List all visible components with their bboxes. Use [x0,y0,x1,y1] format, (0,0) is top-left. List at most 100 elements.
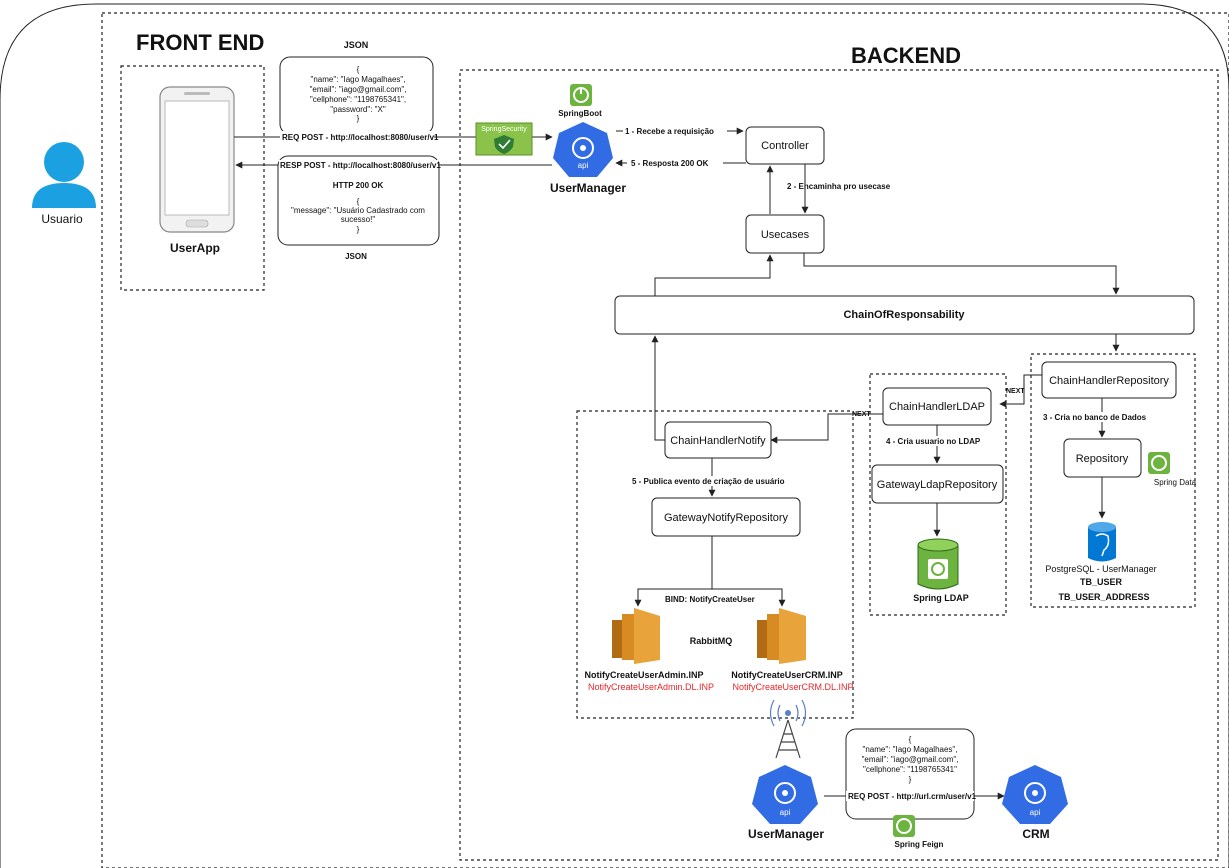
handler-ldap-label: ChainHandlerLDAP [889,401,985,413]
tb-user-label: TB_USER [1080,577,1123,587]
backend-boundary [459,69,1219,861]
bind-label: BIND: NotifyCreateUser [665,595,755,604]
user-app-label: UserApp [170,241,220,255]
gateway-ldap-label: GatewayLdapRepository [877,479,998,491]
frontend-boundary [120,65,265,291]
usecases-box [745,214,825,254]
api-icon: api [553,122,613,177]
postgres-label: PostgreSQL - UserManager [1045,564,1156,574]
svg-text:"cellphone": "1198765341": "cellphone": "1198765341" [863,765,957,774]
ldap-group [869,373,1007,616]
request-label: REQ POST - http://localhost:8080/user/v1 [282,133,439,142]
step3-label: 3 - Cria no banco de Dados [1043,413,1147,422]
svg-text:{: { [357,65,360,74]
svg-text:"name": "Iago Magalhaes",: "name": "Iago Magalhaes", [863,745,958,754]
svg-text:sucesso!": sucesso!" [341,215,376,224]
svg-text:"password": "X": "password": "X" [330,105,386,114]
handler-repository-label: ChainHandlerRepository [1049,375,1169,387]
step4-label: 4 - Cria usuario no LDAP [886,437,981,446]
spring-feign-label: Spring Feign [895,840,944,849]
response-status: HTTP 200 OK [333,181,384,190]
backend-title: BACKEND [851,43,961,68]
response-json-box [277,155,440,246]
chain-box [614,295,1195,335]
rabbitmq-label: RabbitMQ [690,636,733,646]
spring-boot-icon [570,84,592,106]
postgres-icon [1088,522,1116,562]
svg-text:"name": "Iago Magalhaes",: "name": "Iago Magalhaes", [311,75,406,84]
system-boundary [101,12,1229,868]
antenna-icon [769,699,807,759]
svg-text:api: api [1030,808,1041,817]
svg-text:SpringSecurity: SpringSecurity [481,126,527,133]
spring-ldap-label: Spring LDAP [913,593,969,603]
svg-text:api: api [578,161,589,170]
svg-text:{: { [357,197,360,206]
step2-label: 2 - Encaminha pro usecase [787,182,891,191]
queue-admin-label: NotifyCreateUserAdmin.INP [584,670,703,680]
svg-text:"email": "iago@gmail.com",: "email": "iago@gmail.com", [862,755,959,764]
step5-publish-label: 5 - Publica evento de criação de usuário [632,477,785,486]
svg-text:{: { [909,735,912,744]
user-actor: Usuario [32,142,96,226]
usecases-to-chain-arrow [803,253,1120,295]
svg-text:"email": "iago@gmail.com",: "email": "iago@gmail.com", [310,85,407,94]
svg-text:"cellphone": "1198765341",: "cellphone": "1198765341", [310,95,406,104]
spring-data-label: Spring Data [1154,478,1197,487]
spring-security-icon: SpringSecurity [475,122,533,156]
next-to-ldap-arrow [999,374,1042,408]
bind-to-crm-arrow [712,588,786,607]
tb-user-address-label: TB_USER_ADDRESS [1058,592,1149,602]
user-icon-body [32,183,96,208]
request-json-label: JSON [344,40,369,50]
actor-label: Usuario [41,212,83,226]
svg-text:}: } [357,225,360,234]
consumer-user-manager-label: UserManager [748,827,824,841]
queue-crm-label: NotifyCreateUserCRM.INP [731,670,843,680]
step1-label: 1 - Recebe a requisição [625,127,714,136]
chain-to-usecases-arrow [654,254,774,296]
svg-text:"message": "Usuário Cadastrado: "message": "Usuário Cadastrado com [291,206,425,215]
response-json-label: JSON [345,252,367,261]
handler-notify-label: ChainHandlerNotify [670,435,766,447]
consumer-api-icon: api [752,765,818,824]
svg-text:}: } [357,114,360,123]
user-icon [44,142,84,182]
rabbit-admin-icon [612,608,660,664]
notify-group [576,410,854,719]
request-json-body: { "name": "Iago Magalhaes", "email": "ia… [310,65,407,123]
controller-label: Controller [761,140,809,152]
gateway-notify-box [651,497,801,537]
user-manager-label: UserManager [550,181,626,195]
repository-group [1030,353,1196,608]
rabbit-crm-icon [757,608,806,664]
next-to-notify-arrow [770,413,883,444]
bind-to-admin-arrow [634,588,712,607]
queue-admin-dl-label: NotifyCreateUserAdmin.DL.INP [588,682,714,692]
spring-feign-icon [893,815,915,837]
handler-repository-box [1041,361,1177,399]
crm-api-icon: api [1002,765,1068,824]
notify-to-chain-arrow [651,335,665,441]
svg-text:}: } [909,775,912,784]
repository-label: Repository [1076,453,1129,465]
outer-frame [0,3,1229,868]
next-label-1: NEXT [1006,388,1025,395]
response-json-body: { "message": "Usuário Cadastrado com suc… [291,197,425,234]
step5-response-label: 5 - Resposta 200 OK [631,159,709,168]
chain-label: ChainOfResponsability [843,309,965,321]
crm-request-label: REQ POST - http://url.crm/user/v1 [848,792,977,801]
svg-text:api: api [780,808,791,817]
crm-label: CRM [1022,827,1049,841]
front-end-title: FRONT END [136,30,264,55]
spring-data-icon [1148,452,1170,474]
next-label-2: NEXT [852,411,871,418]
spring-ldap-icon [917,538,959,590]
usecases-label: Usecases [761,229,810,241]
response-label: RESP POST - http://localhost:8080/user/v… [280,161,441,170]
gateway-notify-label: GatewayNotifyRepository [664,512,789,524]
crm-json-body: { "name": "Iago Magalhaes", "email": "ia… [862,735,959,784]
spring-boot-label: SpringBoot [558,109,602,118]
queue-crm-dl-label: NotifyCreateUserCRM.DL.INP [732,682,853,692]
